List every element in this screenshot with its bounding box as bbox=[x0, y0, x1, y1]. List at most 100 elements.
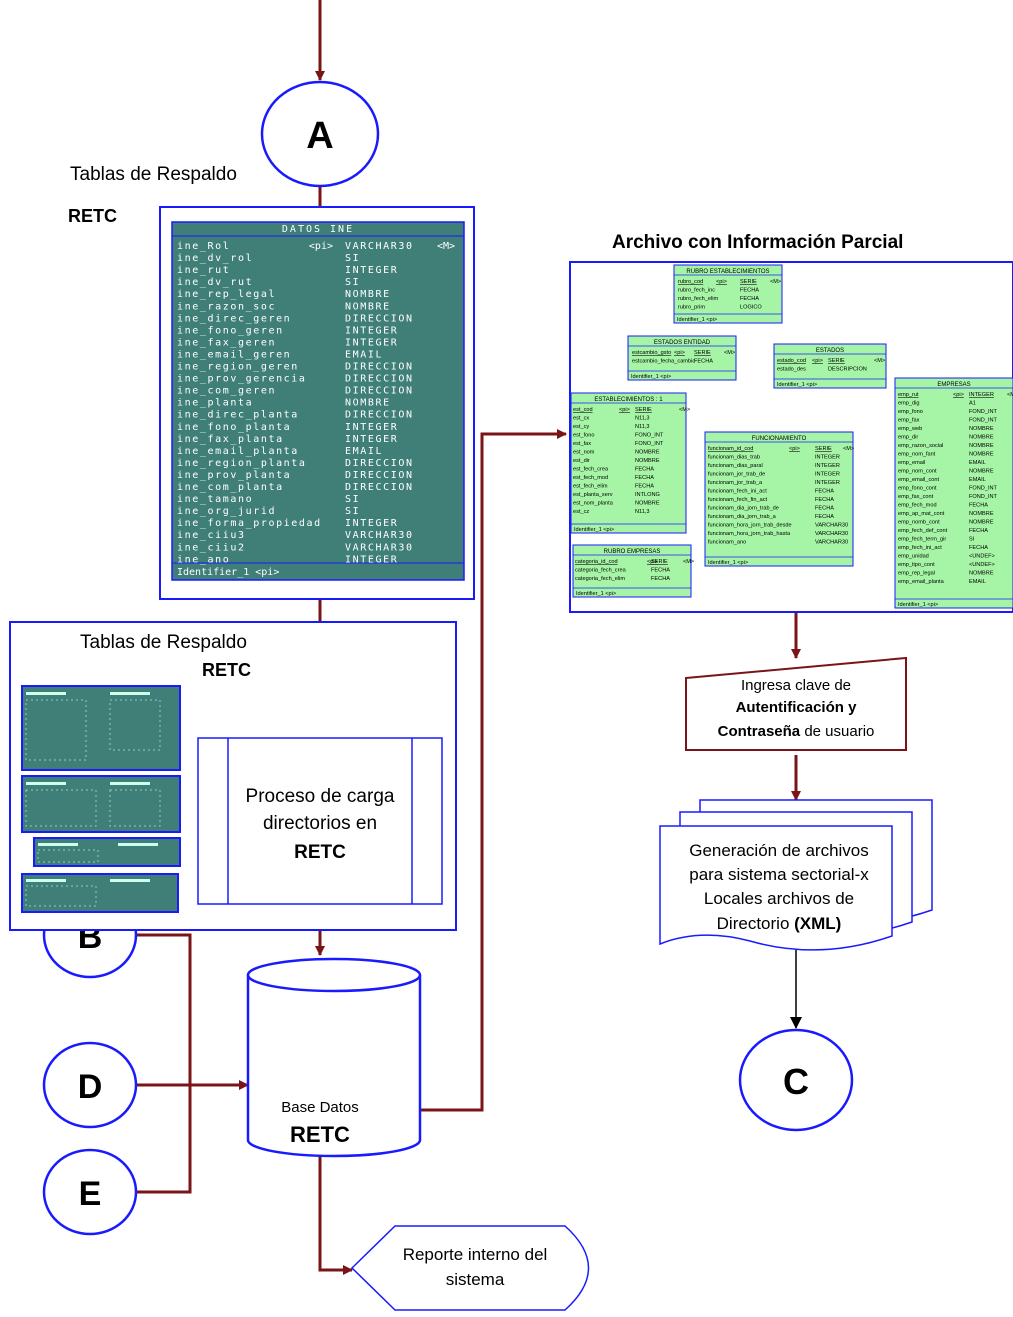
entity-cell: <M> bbox=[679, 407, 690, 413]
ine-cell: ine_forma_propiedad bbox=[177, 518, 322, 529]
entity-cell: funcionam_id_cod bbox=[708, 446, 753, 452]
entity-cell: FECHA bbox=[740, 288, 759, 294]
entity-cell: INTEGER bbox=[969, 392, 994, 398]
ine-cell: ine_email_geren bbox=[177, 349, 291, 360]
entity-cell: estcambio_fecha_cambio bbox=[632, 359, 695, 365]
entity-cell: emp_rep_legal bbox=[898, 571, 935, 577]
entity-empresas: EMPRESASemp_rut<pi>INTEGER<M>emp_digA1em… bbox=[894, 377, 1013, 609]
entity-cell: est_fech_elim bbox=[573, 484, 608, 490]
entity-title: FUNCIONAMIENTO bbox=[752, 436, 807, 442]
entity-cell: EMAIL bbox=[969, 460, 986, 466]
svg-text:A: A bbox=[306, 115, 333, 157]
entity-cell: INTEGER bbox=[815, 472, 840, 478]
entity-cell: FECHA bbox=[815, 506, 834, 512]
entity-cell: est_fech_mod bbox=[573, 475, 608, 481]
entity-cell: NOMBRE bbox=[969, 511, 994, 517]
entity-cell: emp_email_cont bbox=[898, 477, 939, 483]
svg-text:RETC: RETC bbox=[294, 842, 346, 863]
entity-footer: Identifier_1 <pi> bbox=[708, 560, 748, 566]
ine-cell: SI bbox=[345, 506, 360, 517]
entity-cell: <pi> bbox=[953, 392, 964, 398]
entity-cell: NOMBRE bbox=[969, 571, 994, 577]
ine-cell: INTEGER bbox=[345, 434, 398, 445]
ine-cell: DIRECCION bbox=[345, 374, 414, 385]
ine-cell: VARCHAR30 bbox=[345, 530, 414, 541]
entity-cell: est_cz bbox=[573, 509, 589, 515]
ine-cell: EMAIL bbox=[345, 446, 383, 457]
entity-footer: Identifier_1 <pi> bbox=[576, 591, 616, 597]
svg-text:Directorio (XML): Directorio (XML) bbox=[717, 914, 842, 933]
entity-cell: FECHA bbox=[694, 359, 713, 365]
entity-cell: emp_dir bbox=[898, 435, 918, 441]
entity-cell: INTEGER bbox=[815, 463, 840, 469]
ine-cell: SI bbox=[345, 277, 360, 288]
entity-cell: FECHA bbox=[635, 484, 654, 490]
ine-cell: ine_direc_planta bbox=[177, 410, 299, 421]
entity-cell: est_dir bbox=[573, 458, 590, 464]
entity-title: EMPRESAS bbox=[937, 382, 970, 388]
ine-cell: ine_rep_legal bbox=[177, 289, 276, 300]
entity-cell: SI bbox=[969, 537, 975, 543]
ine-cell: ine_email_planta bbox=[177, 446, 299, 457]
connector-c: C bbox=[738, 1028, 854, 1132]
entity-cell: funcionam_hora_jorn_trab_desde bbox=[708, 523, 792, 529]
entity-cell: SERIE bbox=[740, 279, 757, 285]
entity-cell: funcionam_dia_jorn_trab_a bbox=[708, 514, 777, 520]
entity-cell: funcionam_dias_trab bbox=[708, 455, 760, 461]
entity-establecimientos: ESTABLECIMIENTOS : 1est_cod<pi>SERIE<M>e… bbox=[570, 392, 690, 534]
connector-a: A bbox=[260, 80, 380, 188]
ine-cell: ine_prov_planta bbox=[177, 470, 291, 481]
svg-text:Reporte interno del: Reporte interno del bbox=[403, 1245, 548, 1264]
entity-footer: Identifier_1 <pi> bbox=[677, 317, 717, 323]
entity-cell: rubro_prim bbox=[678, 305, 705, 311]
backup-thumbnails bbox=[21, 685, 181, 913]
entity-cell: FOND_INT bbox=[969, 409, 998, 415]
backup-thumbnail bbox=[21, 873, 179, 913]
entity-cell: <UNDEF> bbox=[969, 562, 995, 568]
svg-text:sistema: sistema bbox=[446, 1270, 505, 1289]
multi-document: Generación de archivos para sistema sect… bbox=[659, 799, 933, 951]
entity-title: ESTABLECIMIENTOS : 1 bbox=[594, 397, 663, 403]
ine-cell: <pi> bbox=[309, 241, 333, 252]
ine-cell: INTEGER bbox=[345, 337, 398, 348]
ine-cell: SI bbox=[345, 494, 360, 505]
report-display: Reporte interno del sistema bbox=[350, 1225, 590, 1311]
ine-cell: ine_ciiu2 bbox=[177, 542, 246, 553]
entity-footer: Identifier_1 <pi> bbox=[574, 527, 614, 533]
ine-cell: NOMBRE bbox=[345, 301, 391, 312]
ine-cell: ine_com_planta bbox=[177, 482, 284, 493]
entity-cell: emp_rut bbox=[898, 392, 919, 398]
entity-cell: SERIE bbox=[651, 559, 668, 565]
entity-cell: NOMBRE bbox=[969, 469, 994, 475]
ine-cell: ine_planta bbox=[177, 398, 253, 409]
entity-cell: rubro_fech_inc bbox=[678, 288, 715, 294]
entity-footer: Identifier_1 <pi> bbox=[898, 602, 938, 608]
entity-cell: LOGICO bbox=[740, 305, 762, 311]
entity-cell: FECHA bbox=[815, 489, 834, 495]
ine-cell: ine_ano bbox=[177, 554, 230, 565]
svg-text:Identifier_1 <pi>: Identifier_1 <pi> bbox=[177, 567, 279, 578]
svg-text:Contraseña de usuario: Contraseña de usuario bbox=[718, 723, 875, 740]
entity-cell: emp_fech_def_cont bbox=[898, 528, 948, 534]
svg-text:Autentificación y: Autentificación y bbox=[736, 699, 858, 716]
ine-cell: EMAIL bbox=[345, 349, 383, 360]
entity-cell: FECHA bbox=[740, 296, 759, 302]
entity-cell: funcionam_jor_trab_de bbox=[708, 472, 765, 478]
entity-cell: EMAIL bbox=[969, 579, 986, 585]
entity-cell: <M> bbox=[683, 559, 694, 565]
ine-cell: ine_razon_soc bbox=[177, 301, 276, 312]
entity-cell: INTEGER bbox=[815, 455, 840, 461]
entity-cell: NOMBRE bbox=[969, 520, 994, 526]
ine-cell: <M> bbox=[437, 241, 455, 252]
entity-cell: INTEGER bbox=[815, 480, 840, 486]
entity-cell: <UNDEF> bbox=[969, 554, 995, 560]
ine-cell: VARCHAR30 bbox=[345, 542, 414, 553]
entity-cell: est_cx bbox=[573, 416, 589, 422]
svg-text:Ingresa clave de: Ingresa clave de bbox=[741, 677, 851, 694]
entity-cell: emp_unidad bbox=[898, 554, 929, 560]
ine-cell: ine_region_geren bbox=[177, 362, 299, 373]
ine-cell: DIRECCION bbox=[345, 410, 414, 421]
ine-cell: DIRECCION bbox=[345, 458, 414, 469]
entity-cell: N11,3 bbox=[635, 509, 650, 515]
ine-cell: NOMBRE bbox=[345, 289, 391, 300]
